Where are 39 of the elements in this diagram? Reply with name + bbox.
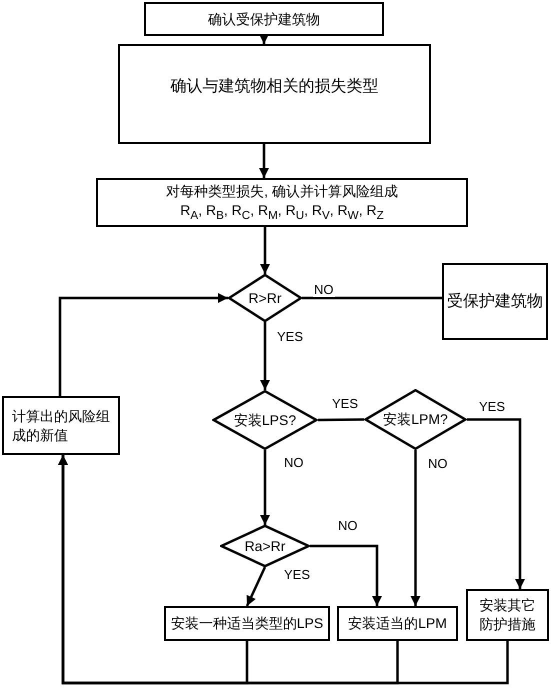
process-box: 安装一种适当类型的LPS	[164, 606, 330, 641]
box-text: 安装LPM?	[383, 410, 448, 429]
box-text: 安装LPS?	[234, 410, 296, 430]
arrow	[260, 322, 270, 390]
connector-line	[302, 296, 442, 300]
process-box: 安装其它防护措施	[466, 589, 549, 641]
arrow	[259, 34, 269, 44]
decision-diamond	[364, 389, 467, 450]
connector-line	[318, 418, 364, 422]
process-box: 确认与建筑物相关的损失类型	[118, 44, 431, 144]
process-box: 受保护建筑物	[442, 263, 548, 340]
edge-label: NO	[427, 456, 448, 471]
arrow	[260, 227, 270, 274]
process-box	[96, 178, 468, 227]
process-box: 计算出的风险组成的新值	[2, 396, 120, 455]
edge-label: YES	[331, 396, 360, 411]
arrow	[260, 450, 270, 525]
arrow	[246, 566, 266, 607]
box-text: R>Rr	[248, 288, 282, 308]
edge-label: NO	[313, 282, 334, 297]
arrow	[310, 544, 382, 606]
formula-text: R$_{A}$, R$_{B}$, R$_{C}$, R$_{M}$, R$_{U}$, R$_{V}$, R$_{W}$, R$_{Z}$	[180, 200, 384, 224]
arrow	[410, 450, 420, 606]
decision-diamond	[220, 525, 310, 567]
edge-label: NO	[283, 455, 304, 470]
box-text: 对每种类型损失, 确认并计算风险组成	[166, 182, 398, 201]
edge-label: YES	[478, 399, 506, 414]
arrow	[58, 293, 228, 396]
arrow	[467, 418, 525, 589]
edge-label: YES	[283, 567, 312, 582]
arrow	[259, 144, 269, 178]
process-box: 安装适当的LPM	[337, 606, 458, 641]
edge-label: NO	[337, 518, 358, 533]
decision-diamond	[228, 274, 302, 322]
edge-label: YES	[276, 329, 304, 344]
process-box: 确认受保护建筑物	[144, 2, 384, 36]
decision-diamond	[212, 390, 318, 450]
arrow	[58, 455, 509, 684]
box-text: Ra>Rr	[244, 536, 286, 556]
